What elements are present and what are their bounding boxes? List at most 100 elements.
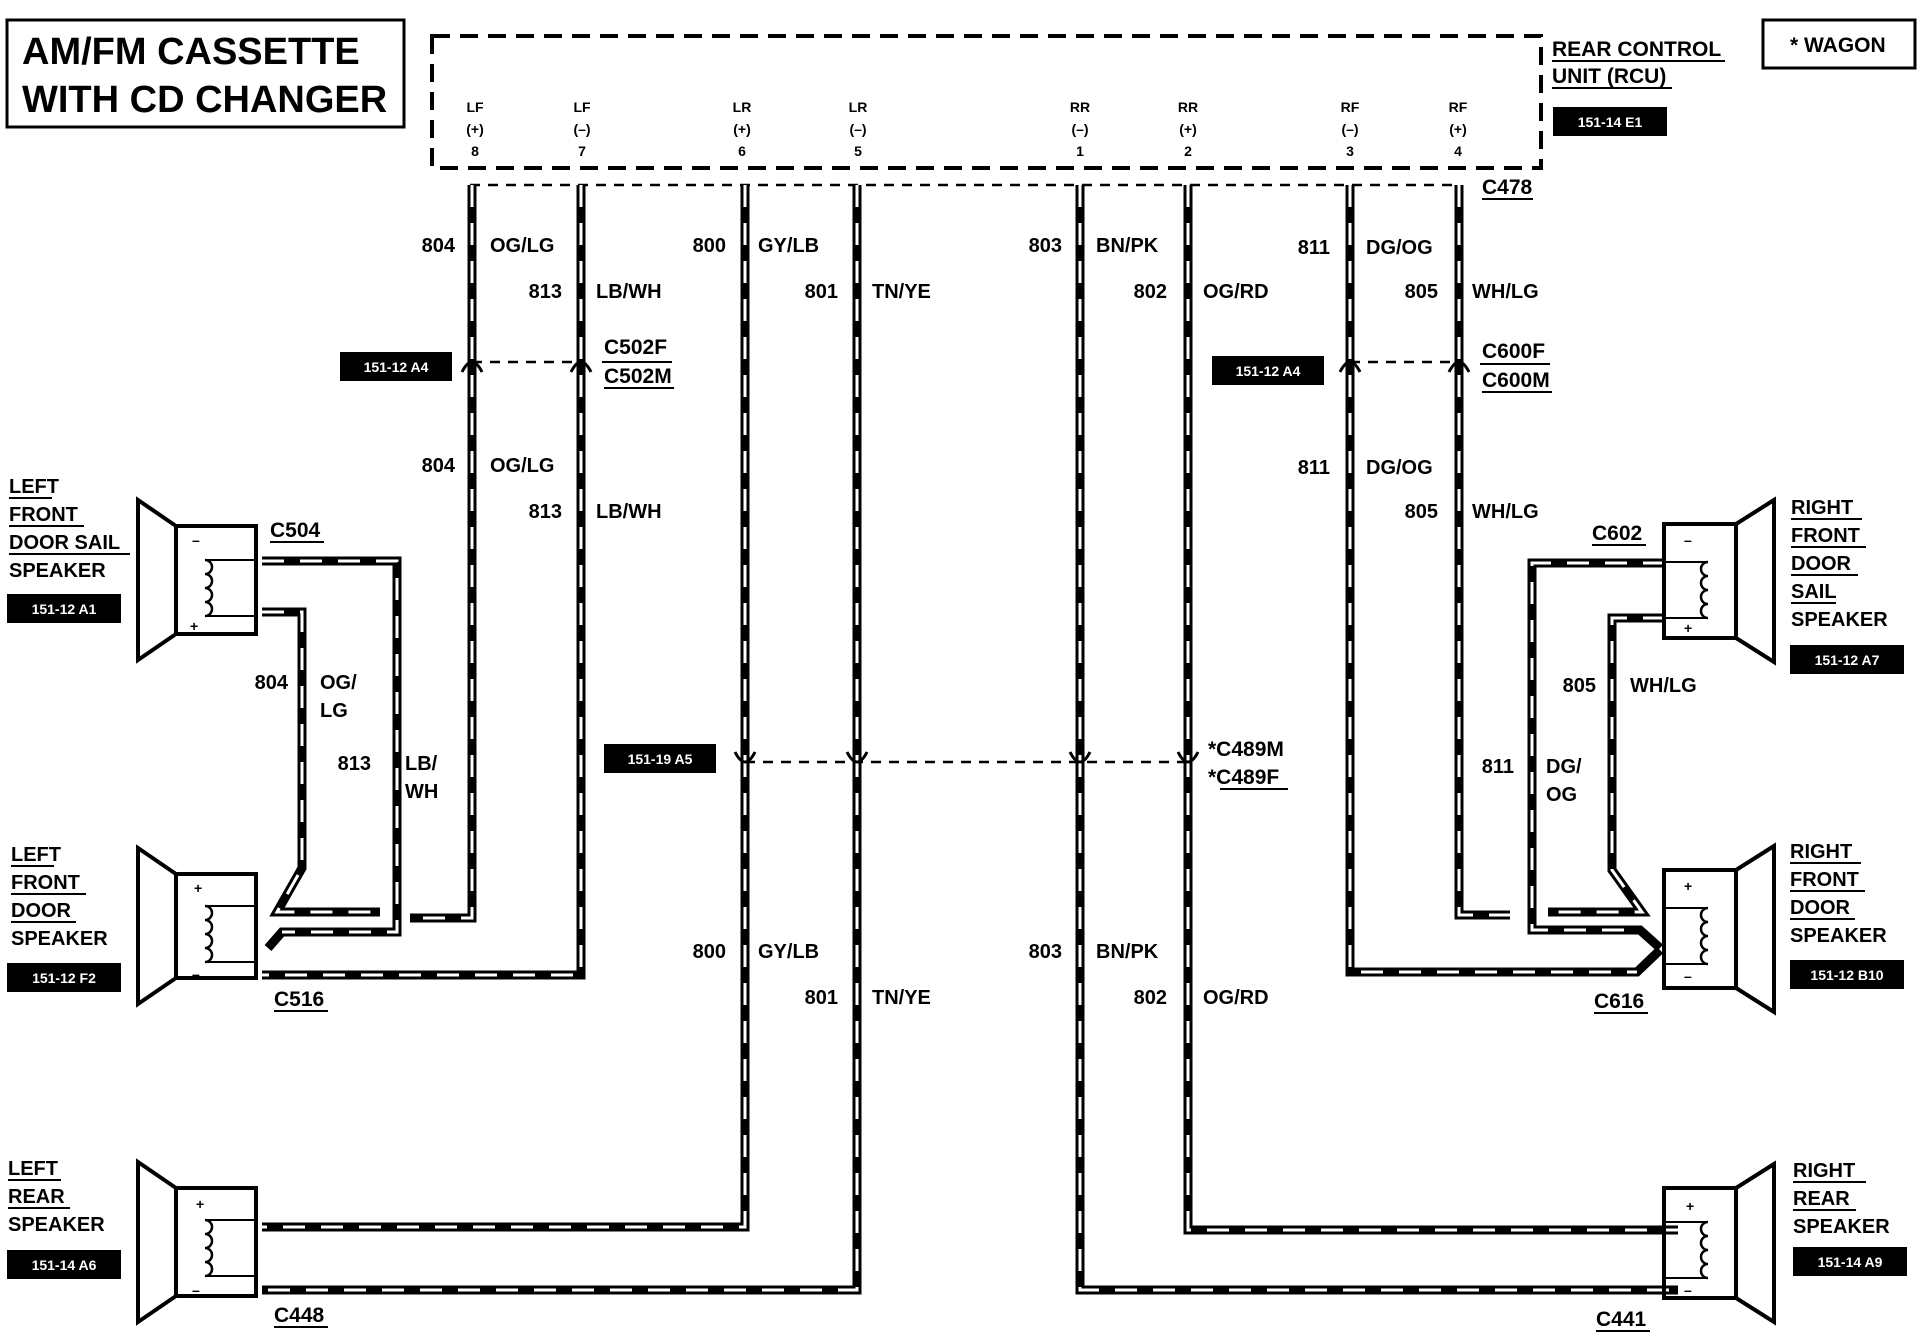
- right-front-door-sail-speaker: – + RIGHT FRONT DOOR SAIL SPEAKER 151-12…: [1662, 496, 1904, 674]
- speaker-ref: 151-12 B10: [1810, 967, 1883, 983]
- connector-c441: C441: [1596, 1308, 1647, 1331]
- circuit-label: 805: [1405, 501, 1438, 523]
- rear-control-unit: REAR CONTROL UNIT (RCU) 151-14 E1 C478 L…: [430, 34, 1725, 200]
- speaker-label: SPEAKER: [1790, 925, 1887, 947]
- rcu-name-line-2: UNIT (RCU): [1552, 65, 1666, 88]
- speaker-plus: +: [1686, 1198, 1694, 1214]
- color-label: OG/LG: [490, 455, 554, 477]
- speaker-label: SPEAKER: [1791, 609, 1888, 631]
- color-label: LB/WH: [596, 501, 662, 523]
- circuit-label: 813: [529, 281, 562, 303]
- pin-lf-minus: LF (–) 7: [573, 99, 591, 159]
- color-label: LB/WH: [596, 281, 662, 303]
- circuit-label: 811: [1298, 457, 1330, 479]
- color-label: GY/LB: [758, 235, 819, 257]
- pin-rf-plus: RF (+) 4: [1449, 99, 1468, 159]
- color-label: LG: [320, 700, 348, 722]
- color-label: WH/LG: [1472, 501, 1539, 523]
- connector-c616: C616: [1594, 990, 1644, 1013]
- circuit-label: 800: [693, 235, 726, 257]
- connector-c448: C448: [274, 1304, 325, 1327]
- svg-text:LF: LF: [573, 99, 591, 115]
- circuit-label: 800: [693, 941, 726, 963]
- color-label: WH: [405, 781, 438, 803]
- circuit-label: 813: [529, 501, 562, 523]
- color-label: OG/RD: [1203, 281, 1269, 303]
- color-label: OG/RD: [1203, 987, 1269, 1009]
- speaker-plus: +: [196, 1196, 204, 1212]
- svg-text:RF: RF: [1341, 99, 1360, 115]
- connector-c502f: C502F: [604, 336, 667, 359]
- svg-text:(–): (–): [1071, 121, 1088, 137]
- svg-text:6: 6: [738, 143, 746, 159]
- pin-rr-minus: RR (–) 1: [1070, 99, 1090, 159]
- left-front-door-sail-speaker: – + LEFT FRONT DOOR SAIL SPEAKER 151-12 …: [7, 476, 258, 664]
- svg-text:5: 5: [854, 143, 862, 159]
- color-label: OG: [1546, 784, 1577, 806]
- connector-c602: C602: [1592, 522, 1642, 545]
- svg-text:(–): (–): [1341, 121, 1358, 137]
- speaker-label: SPEAKER: [8, 1214, 105, 1236]
- wire-labels-lower: 800 GY/LB 801 TN/YE 803 BN/PK 802 OG/RD: [693, 941, 1269, 1009]
- speaker-minus: –: [192, 1282, 200, 1298]
- svg-text:7: 7: [578, 143, 586, 159]
- wire-labels-right-run: 805 WH/LG 811 DG/ OG: [1482, 675, 1697, 806]
- speaker-label: LEFT: [9, 476, 59, 498]
- color-label: DG/OG: [1366, 457, 1433, 479]
- pin-rf-minus: RF (–) 3: [1341, 99, 1360, 159]
- speaker-plus: +: [194, 880, 202, 896]
- svg-text:(+): (+): [1449, 121, 1467, 137]
- svg-text:RF: RF: [1449, 99, 1468, 115]
- speaker-label: SPEAKER: [11, 928, 108, 950]
- title-line-2: WITH CD CHANGER: [22, 79, 387, 121]
- right-front-door-speaker: + – RIGHT FRONT DOOR SPEAKER 151-12 B10: [1662, 841, 1904, 1016]
- svg-text:RR: RR: [1178, 99, 1198, 115]
- circuit-label: 805: [1563, 675, 1596, 697]
- legend-text: * WAGON: [1790, 34, 1886, 57]
- speaker-ref: 151-14 A6: [32, 1257, 97, 1273]
- speaker-minus: –: [1684, 968, 1692, 984]
- speaker-plus: +: [190, 618, 198, 634]
- speaker-label: DOOR: [1791, 553, 1852, 575]
- inline-connector-c600: 151-12 A4 C600F C600M: [1212, 340, 1552, 393]
- speaker-ref: 151-12 A1: [32, 601, 97, 617]
- pin-lf-plus: LF (+) 8: [466, 99, 484, 159]
- color-label: OG/: [320, 672, 357, 694]
- circuit-label: 802: [1134, 987, 1167, 1009]
- connector-c489f: *C489F: [1208, 766, 1279, 789]
- circuit-label: 802: [1134, 281, 1167, 303]
- speaker-minus: –: [1684, 532, 1692, 548]
- speaker-label: LEFT: [11, 844, 61, 866]
- speaker-label: RIGHT: [1790, 841, 1852, 863]
- circuit-label: 803: [1029, 941, 1062, 963]
- svg-text:8: 8: [471, 143, 479, 159]
- svg-text:(–): (–): [849, 121, 866, 137]
- color-label: DG/OG: [1366, 237, 1433, 259]
- left-front-door-speaker: + – LEFT FRONT DOOR SPEAKER 151-12 F2: [7, 844, 258, 1008]
- color-label: BN/PK: [1096, 235, 1159, 257]
- speaker-label: FRONT: [11, 872, 80, 894]
- color-label: WH/LG: [1630, 675, 1697, 697]
- speaker-label: RIGHT: [1791, 497, 1853, 519]
- svg-text:LR: LR: [849, 99, 868, 115]
- speaker-label: DOOR SAIL: [9, 532, 120, 554]
- speaker-label: SPEAKER: [1793, 1216, 1890, 1238]
- connector-c600m: C600M: [1482, 369, 1550, 392]
- connector-c600f: C600F: [1482, 340, 1545, 363]
- color-label: BN/PK: [1096, 941, 1159, 963]
- title-line-1: AM/FM CASSETTE: [22, 31, 360, 73]
- pin-lr-minus: LR (–) 5: [849, 99, 868, 159]
- circuit-label: 811: [1482, 756, 1514, 778]
- circuit-label: 804: [255, 672, 289, 694]
- wire-labels-upper: 804 OG/LG 813 LB/WH 800 GY/LB 801 TN/YE …: [422, 235, 1539, 303]
- speaker-minus: –: [1684, 1282, 1692, 1298]
- svg-text:(+): (+): [466, 121, 484, 137]
- wires: [262, 185, 1678, 1295]
- wire-803: [1075, 185, 1678, 1295]
- color-label: WH/LG: [1472, 281, 1539, 303]
- speaker-label: DOOR: [1790, 897, 1851, 919]
- speaker-ref: 151-14 A9: [1818, 1254, 1883, 1270]
- wire-801: [262, 185, 862, 1295]
- wire-813-speaker-run: [262, 556, 402, 951]
